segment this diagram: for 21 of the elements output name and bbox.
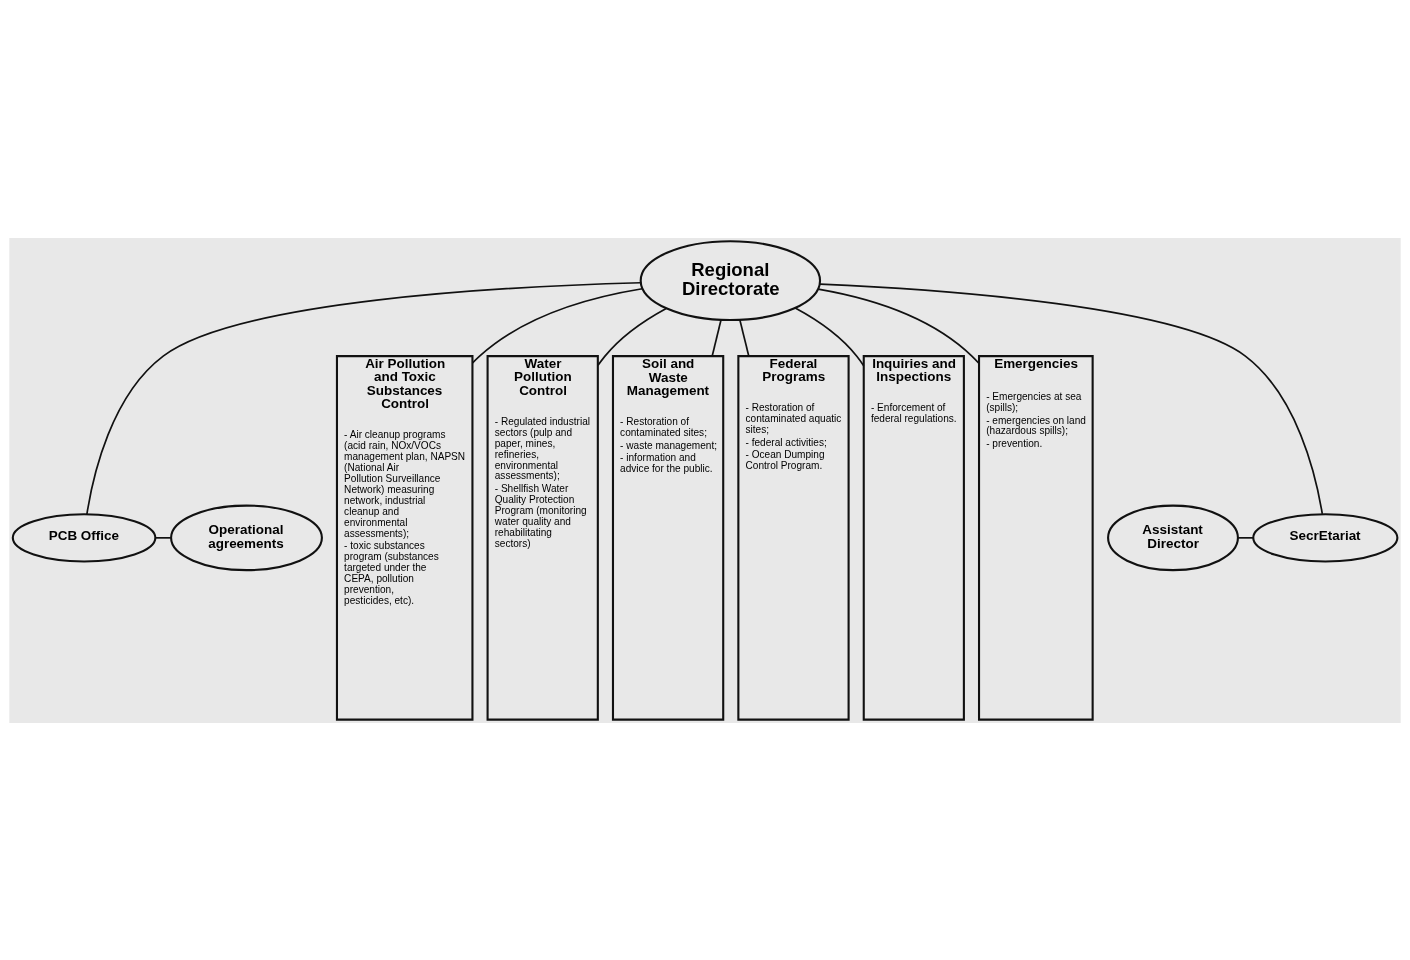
connector	[1237, 536, 1254, 539]
node-box: Inquiries and Inspections - Enforcement of federal regulations.	[862, 354, 965, 721]
connector	[471, 287, 644, 364]
connector	[86, 281, 642, 515]
node-box: Federal Programs - Restoration of contaminated aquatic sites; - federal activities; - Ocean Dumping Control Program.	[737, 354, 850, 721]
node-ellipse: SecrEtariat	[1252, 512, 1399, 563]
node-ellipse: PCB Office	[11, 512, 157, 563]
node-box: Air Pollution and Toxic Substances Control - Air cleanup programs (acid rain, NOx/VOCs management plan, NAPSN (National Air Pollution Surveillance Network) measuring network, industrial cleanup and environmental assessments); - toxic substances program (substances targeted under the CEPA, pollution prevention, pesticides, etc).	[335, 354, 474, 721]
node-box: Water Pollution Control - Regulated industrial sectors (pulp and paper, mines, refineries, environmental assessments); - Shellfish Water Quality Protection Program (monitoring water quality and rehabilitating sectors)	[486, 354, 599, 721]
connector	[739, 318, 750, 357]
connector	[154, 536, 172, 539]
connector	[794, 306, 865, 367]
connector	[819, 282, 1324, 515]
node-ellipse: Operational agreements	[170, 504, 323, 571]
node-box: Soil and Waste Management - Restoration of contaminated sites; - waste management; - information and advice for the public.	[611, 354, 725, 721]
node-ellipse: Regional Directorate	[639, 239, 822, 321]
connector	[711, 318, 722, 357]
connector	[817, 287, 980, 364]
node-ellipse: Assistant Director	[1107, 504, 1239, 571]
node-box: Emergencies - Emergencies at sea (spills); - emergencies on land (hazardous spills); - prevention.	[978, 354, 1094, 721]
connector	[597, 307, 668, 366]
